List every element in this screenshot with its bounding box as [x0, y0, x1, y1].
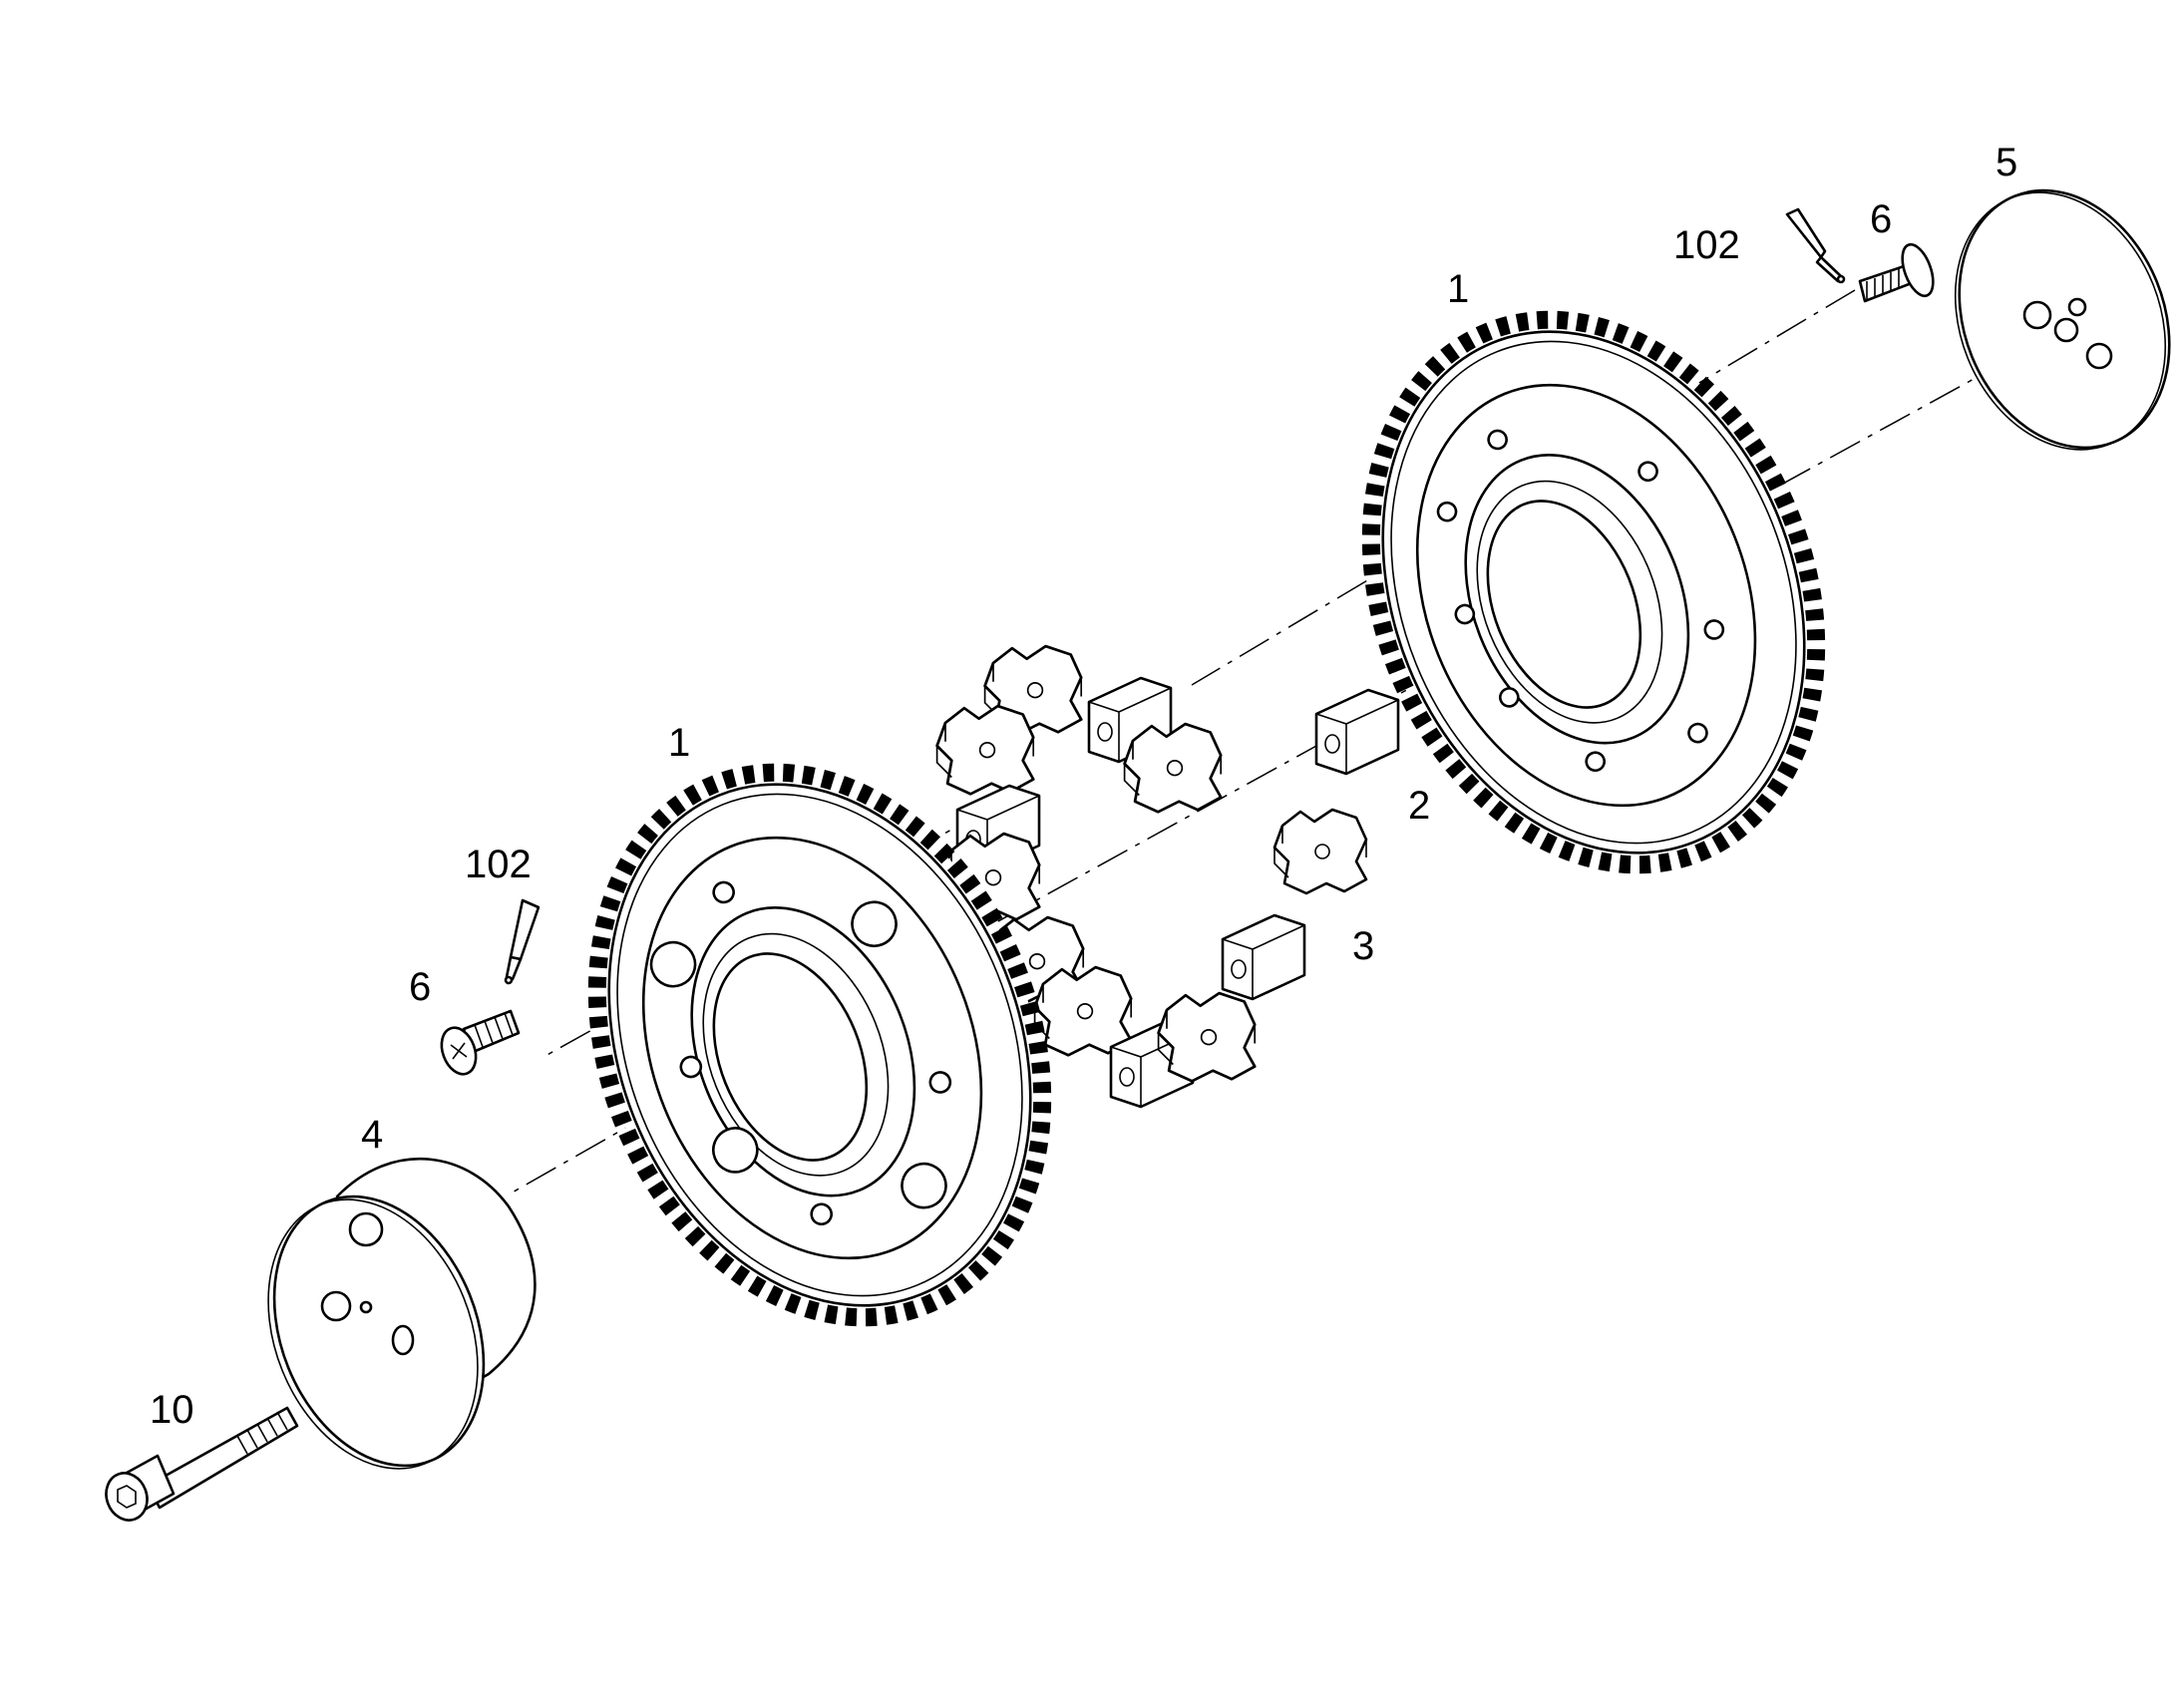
- element-cross-part: [1272, 808, 1368, 895]
- end-disc-part: [1954, 188, 2171, 451]
- callout-screw-back: 6: [1870, 197, 1892, 241]
- callout-sealant-front: 102: [465, 843, 532, 886]
- cap-bolt-part: [105, 1406, 299, 1522]
- sealant-back-part: [1785, 207, 1846, 284]
- callout-screw-front: 6: [409, 965, 431, 1009]
- callout-end-disc: 5: [1996, 141, 2017, 184]
- callout-gear-front: 1: [668, 721, 690, 765]
- centre-lines: [288, 289, 2060, 1332]
- callout-labels: 1 1 2 3 4 5 6 6 102 102 10: [150, 141, 2017, 1432]
- callout-gear-back: 1: [1447, 267, 1469, 311]
- screw-back-part: [1858, 242, 1935, 303]
- screw-front-part: [440, 1009, 521, 1076]
- element-block-part: [1314, 688, 1400, 776]
- hub-cap-part: [267, 1157, 537, 1470]
- callout-element-cross: 3: [1352, 924, 1374, 968]
- callout-sealant-back: 102: [1673, 223, 1740, 267]
- callout-hub-cap: 4: [361, 1113, 383, 1157]
- callout-element-block: 2: [1408, 784, 1430, 828]
- gear-back-part: [1361, 310, 1826, 874]
- gear-front-part: [587, 763, 1052, 1327]
- sealant-front-part: [504, 898, 541, 985]
- callout-cap-bolt: 10: [150, 1388, 194, 1432]
